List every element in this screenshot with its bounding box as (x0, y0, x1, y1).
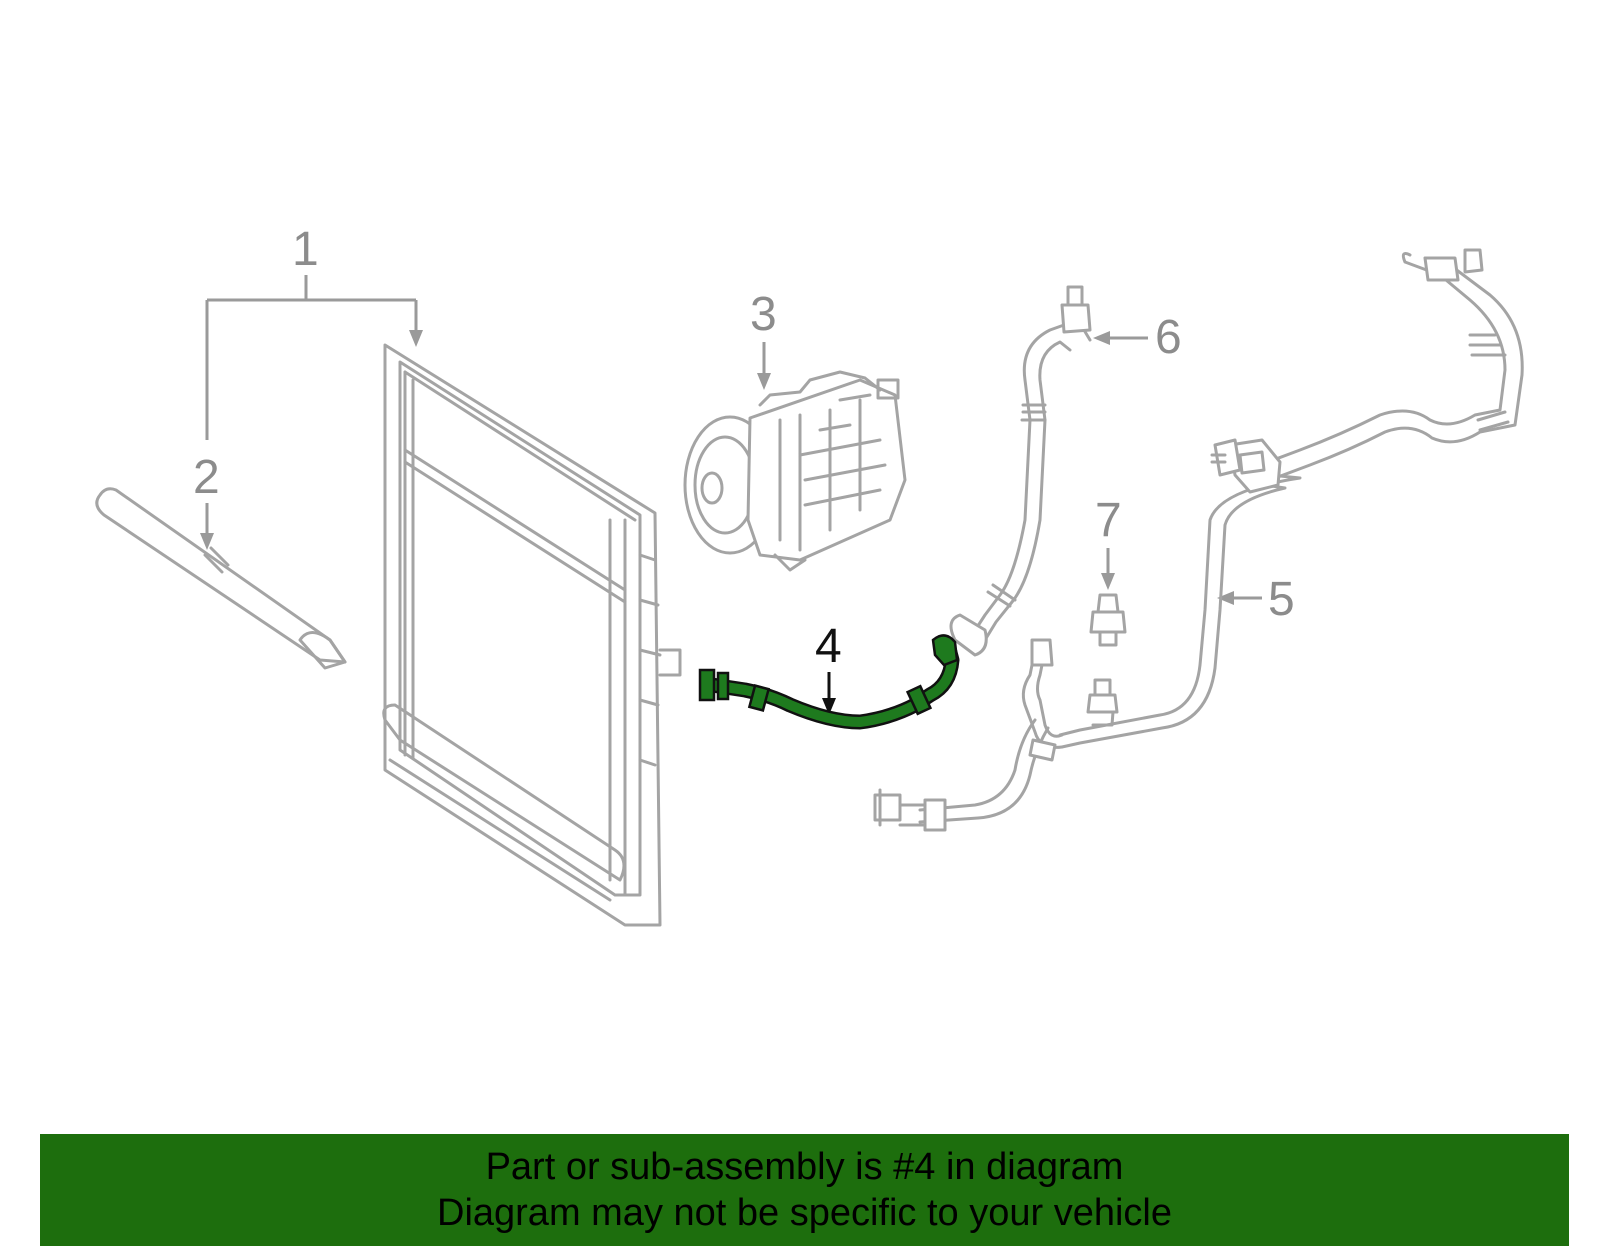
callout-2-leader (200, 503, 214, 550)
callout-5: 5 (1268, 573, 1295, 626)
hose-6 (949, 285, 1092, 657)
ac-line-5 (873, 248, 1524, 832)
callout-1: 1 (292, 223, 319, 276)
notice-banner: Part or sub-assembly is #4 in diagram Di… (40, 1134, 1569, 1246)
callout-3-leader (757, 342, 771, 390)
banner-line-2: Diagram may not be specific to your vehi… (437, 1192, 1172, 1234)
callout-4-leader (822, 672, 836, 715)
callout-5-leader (1217, 591, 1262, 605)
callout-7-leader (1101, 548, 1115, 590)
callout-2: 2 (193, 451, 220, 504)
callout-6: 6 (1155, 311, 1182, 364)
condenser (382, 343, 682, 927)
callout-3: 3 (750, 288, 777, 341)
receiver-drier (95, 487, 347, 670)
callout-1-leader (205, 275, 423, 440)
ac-hose-4-highlighted (698, 634, 960, 730)
banner-line-1: Part or sub-assembly is #4 in diagram (485, 1146, 1124, 1188)
pressure-switch (1089, 593, 1127, 647)
ac-compressor (683, 370, 907, 572)
callout-7: 7 (1095, 494, 1122, 547)
callout-6-leader (1093, 331, 1148, 345)
callout-4: 4 (815, 620, 842, 673)
